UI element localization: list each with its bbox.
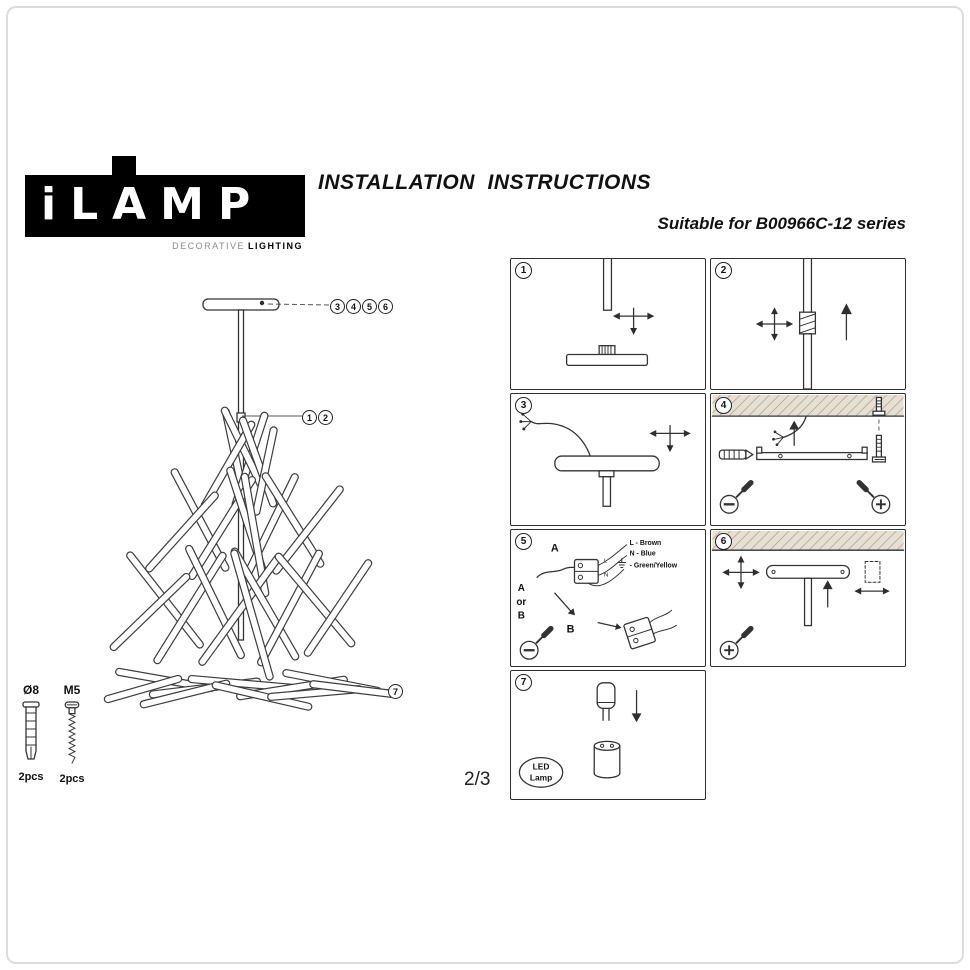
led-lamp-callout: LED Lamp <box>518 757 564 788</box>
callout-4: 4 <box>346 299 361 314</box>
step-panel-2: 2 <box>710 258 906 390</box>
terminal-block-b <box>623 609 677 650</box>
mounting-bracket <box>756 446 868 461</box>
neutral-wire-label: N - Blue <box>630 551 656 558</box>
step-panel-6: 6 <box>710 529 906 667</box>
callout-group-lamp: 7 <box>388 684 403 699</box>
screw-size-label: M5 <box>63 683 81 697</box>
option-b-label: B <box>518 611 525 622</box>
callout-group-canopy: 3 4 5 6 <box>330 299 393 314</box>
step3-diagram <box>519 412 691 507</box>
step4-diagram <box>711 394 905 514</box>
wall-anchor-horizontal <box>718 448 755 461</box>
diagram-a-label: A <box>551 543 559 555</box>
option-a-label: A <box>518 583 525 594</box>
anchor-qty: 2pcs <box>18 771 44 783</box>
step7-diagram: LED Lamp <box>518 682 642 788</box>
screwdriver-flat-icon <box>719 479 754 514</box>
tagline-lighting: LIGHTING <box>248 241 303 251</box>
wall-anchor-icon <box>22 701 40 760</box>
option-or-label: or <box>516 597 526 608</box>
logo <box>25 175 305 237</box>
ceiling-hatch <box>712 394 904 416</box>
screwdriver-phillips-icon <box>856 479 891 514</box>
led-label: LED <box>533 761 550 771</box>
step-number-6: 6 <box>715 533 732 550</box>
earth-wire-label: - Green/Yellow <box>630 562 678 569</box>
lamp-socket-icon <box>593 740 621 779</box>
n-terminal-label: N <box>604 572 608 578</box>
step1-diagram <box>565 259 655 367</box>
page-number: 2/3 <box>464 769 491 790</box>
step-number-5: 5 <box>515 533 532 550</box>
screw-below <box>871 434 886 463</box>
terminal-block-a <box>573 558 599 584</box>
led-bulb-icon <box>596 682 616 721</box>
ceiling-hatch <box>712 530 904 550</box>
step-panel-1: 1 <box>510 258 706 390</box>
screw-qty: 2pcs <box>59 773 85 785</box>
callout-group-rod: 1 2 <box>302 410 333 425</box>
callout-5: 5 <box>362 299 377 314</box>
step-panel-3: 3 <box>510 393 706 526</box>
diagram-b-label: B <box>567 623 575 635</box>
mounting-screw-icon <box>64 701 80 764</box>
step-number-7: 7 <box>515 674 532 691</box>
canopy <box>765 564 851 579</box>
step-number-3: 3 <box>515 397 532 414</box>
step2-diagram <box>755 259 852 389</box>
page-title: INSTALLATION INSTRUCTIONS <box>318 171 652 194</box>
callout-2: 2 <box>318 410 333 425</box>
logo-text: iLAMP <box>41 179 265 230</box>
callout-7: 7 <box>388 684 403 699</box>
step-panel-4: 4 <box>710 393 906 526</box>
live-wire-label: L - Brown <box>630 540 662 547</box>
callout-3: 3 <box>330 299 345 314</box>
anchor-size-label: Ø8 <box>22 683 39 697</box>
step-panel-5: 5 A or B A B L - Brown N - Blue - Green/… <box>510 529 706 667</box>
step-number-1: 1 <box>515 262 532 279</box>
l-terminal-label: L <box>604 559 608 565</box>
stick-cluster <box>103 406 395 711</box>
tagline-decorative: DECORATIVE <box>172 241 245 251</box>
callout-1: 1 <box>302 410 317 425</box>
ceiling-canopy <box>202 298 280 311</box>
step5-wiring-diagram: A or B A B L - Brown N - Blue - Green/Ye… <box>516 540 678 660</box>
screwdriver-phillips-icon <box>719 625 754 660</box>
series-subtitle: Suitable for B00966C-12 series <box>657 214 906 233</box>
lamp-label: Lamp <box>530 772 552 782</box>
chandelier-diagram <box>103 298 395 711</box>
logo-a-apex <box>112 156 136 176</box>
step-number-2: 2 <box>715 262 732 279</box>
leader-line-top <box>267 303 331 306</box>
ceiling-screw <box>872 396 886 416</box>
screwdriver-flat-icon <box>519 625 554 660</box>
callout-6: 6 <box>378 299 393 314</box>
step-number-4: 4 <box>715 397 732 414</box>
step-panel-7: 7 LED Lamp <box>510 670 706 800</box>
step6-diagram <box>711 530 905 660</box>
